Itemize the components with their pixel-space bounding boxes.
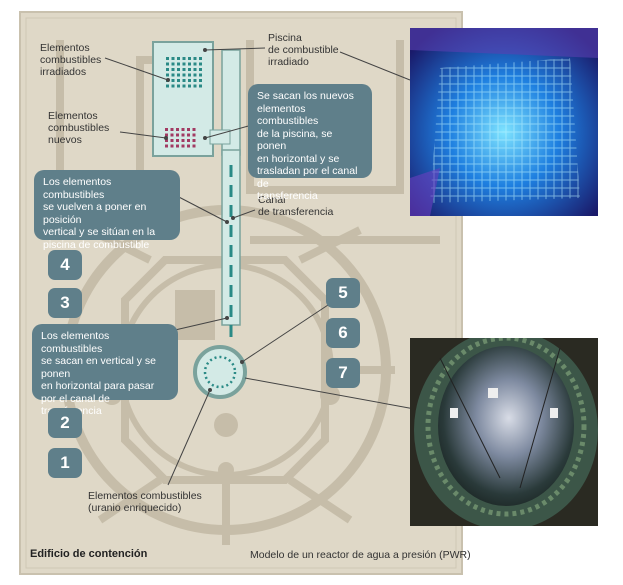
irradiated-fuel-dot <box>188 73 191 77</box>
step-5: 5 <box>326 278 360 308</box>
new-fuel-dot <box>192 144 196 148</box>
irradiated-fuel-dot <box>177 79 180 82</box>
irradiated-fuel-dot <box>193 57 197 60</box>
model-label: Modelo de un reactor de agua a presión (… <box>250 549 471 561</box>
irradiated-fuel-dot <box>177 84 180 88</box>
containment-building-label: Edificio de contención <box>30 548 148 560</box>
irradiated-fuel-dot <box>171 62 175 66</box>
new-fuel-dot <box>192 133 196 137</box>
irradiated-fuel-dot <box>166 84 169 88</box>
new-fuel-dot <box>181 128 185 131</box>
irradiated-fuel-dot <box>171 68 175 71</box>
new-fuel-dot <box>176 144 179 148</box>
new-fuel-dot <box>192 128 196 131</box>
irradiated-fuel-dot <box>177 57 180 60</box>
step-3: 3 <box>48 288 82 318</box>
irradiated-fuel-dot <box>199 68 202 71</box>
leader-lines <box>104 47 421 486</box>
irradiated-fuel-dot <box>182 57 186 60</box>
irradiated-fuel-dot <box>182 62 186 66</box>
irradiated-fuel-dot <box>166 73 169 77</box>
callout-remove-new-elements: Se sacan los nuevos elementos combustibl… <box>248 84 372 202</box>
new-fuel-dot <box>192 139 196 142</box>
new-fuel-dot <box>165 144 168 148</box>
irradiated-fuel-dot <box>171 57 175 60</box>
irradiated-fuel-dot <box>182 73 186 77</box>
irradiated-fuel-dot <box>188 68 191 71</box>
irradiated-fuel-dot <box>166 68 169 71</box>
new-fuel-dot <box>165 139 168 142</box>
new-fuel-dot <box>187 128 190 131</box>
new-fuel-dot <box>176 128 179 131</box>
new-fuel-dot <box>187 144 190 148</box>
irradiated-fuel-dot <box>193 73 197 77</box>
irradiated-fuel-dot <box>182 79 186 82</box>
new-fuel-dot <box>170 139 174 142</box>
irradiated-fuel-dot <box>182 84 186 88</box>
new-fuel-dot <box>165 128 168 131</box>
irradiated-fuel-dot <box>166 62 169 66</box>
irradiated-fuel-dot <box>177 62 180 66</box>
irradiated-fuel-dot <box>188 79 191 82</box>
irradiated-fuel-dot <box>199 57 202 60</box>
callout-return-vertical: Los elementos combustibles se vuelven a … <box>34 170 180 251</box>
irradiated-fuel-dot <box>193 84 197 88</box>
irradiated-fuel-dot <box>166 57 169 60</box>
irradiated-fuel-dot <box>193 68 197 71</box>
pool-label: Piscina de combustible irradiado <box>268 32 339 68</box>
new-fuel-dot <box>181 139 185 142</box>
callout-extract-vertical: Los elementos combustibles se sacan en v… <box>32 324 178 417</box>
new-elements-dots <box>165 128 196 148</box>
new-fuel-dot <box>170 128 174 131</box>
step-1: 1 <box>48 448 82 478</box>
pool-photo-image <box>410 28 598 216</box>
reactor-photo-image <box>410 338 598 526</box>
irradiated-fuel-dot <box>193 79 197 82</box>
irradiated-fuel-dot <box>171 73 175 77</box>
irradiated-fuel-dot <box>199 79 202 82</box>
irradiated-fuel-dot <box>171 84 175 88</box>
irradiated-fuel-dot <box>199 73 202 77</box>
new-fuel-dot <box>181 144 185 148</box>
new-elements-label: Elementos combustibles nuevos <box>48 110 110 146</box>
new-fuel-dot <box>170 144 174 148</box>
new-fuel-dot <box>181 133 185 137</box>
new-fuel-dot <box>187 139 190 142</box>
step-6: 6 <box>326 318 360 348</box>
reactor-photo <box>410 338 598 526</box>
new-fuel-dot <box>176 133 179 137</box>
new-fuel-dot <box>187 133 190 137</box>
irradiated-fuel-dot <box>177 73 180 77</box>
irradiated-fuel-dot <box>171 79 175 82</box>
irradiated-fuel-dot <box>188 57 191 60</box>
fuel-elements-label: Elementos combustibles (uranio enriqueci… <box>88 490 202 514</box>
irradiated-elements-label: Elementos combustibles irradiados <box>40 42 102 78</box>
irradiated-fuel-dot <box>199 62 202 66</box>
step-4: 4 <box>48 250 82 280</box>
new-fuel-dot <box>176 139 179 142</box>
pool-photo <box>410 28 598 216</box>
new-fuel-dot <box>170 133 174 137</box>
step-2: 2 <box>48 408 82 438</box>
irradiated-fuel-dot <box>199 84 202 88</box>
irradiated-fuel-dot <box>182 68 186 71</box>
irradiated-dots <box>166 57 202 88</box>
irradiated-fuel-dot <box>177 68 180 71</box>
transfer-canal-label: Canal de transferencia <box>258 194 334 218</box>
irradiated-fuel-dot <box>188 84 191 88</box>
irradiated-fuel-dot <box>188 62 191 66</box>
new-fuel-dot <box>165 133 168 137</box>
reactor-vessel <box>193 345 247 399</box>
step-7: 7 <box>326 358 360 388</box>
irradiated-fuel-dot <box>193 62 197 66</box>
spent-fuel-pool <box>152 41 214 157</box>
